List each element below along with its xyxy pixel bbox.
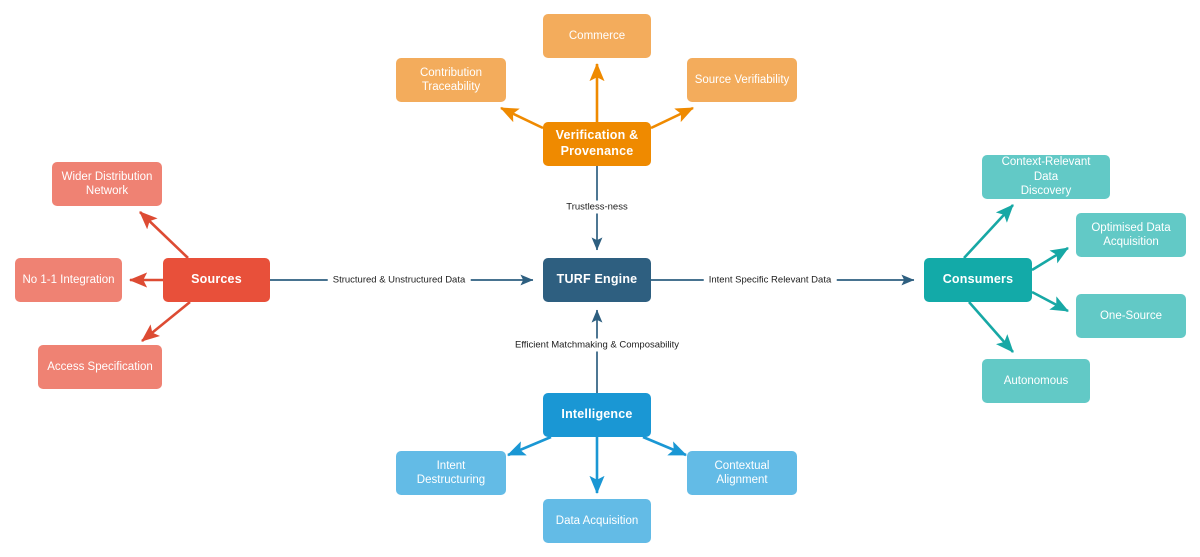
node-data-acquisition-label: Data Acquisition	[555, 514, 639, 527]
node-one-source-label: One-Source	[1099, 309, 1162, 322]
node-context-relevant-data-discovery[interactable]: Context-Relevant Data Discovery	[982, 155, 1110, 199]
node-sources-label: Sources	[191, 272, 242, 287]
node-autonomous-label: Autonomous	[1003, 374, 1069, 387]
node-no-1-1-integration-label: No 1-1 Integration	[22, 273, 115, 286]
node-consumers[interactable]: Consumers	[924, 258, 1032, 302]
node-context-relevant-data-discovery-label: Context-Relevant Data Discovery	[1001, 156, 1091, 198]
edge-sources-to-wider-distribution-network	[139, 211, 189, 259]
node-contextual-alignment[interactable]: Contextual Alignment	[687, 451, 797, 495]
node-one-source[interactable]: One-Source	[1076, 294, 1186, 338]
node-intent-destructuring[interactable]: Intent Destructuring	[396, 451, 506, 495]
edge-label-intent-specific-relevant-data: Intent Specific Relevant Data	[703, 273, 837, 287]
edge-label-structured-unstructured-data: Structured & Unstructured Data	[327, 273, 471, 287]
node-intelligence-label: Intelligence	[561, 407, 633, 422]
edge-verification-to-contribution-traceability	[500, 106, 544, 130]
node-contribution-traceability-label: Contribution Traceability	[419, 66, 482, 93]
node-contribution-traceability[interactable]: Contribution Traceability	[396, 58, 506, 102]
node-optimised-data-acquisition-label: Optimised Data Acquisition	[1091, 221, 1171, 248]
edge-intelligence-to-intent-destructuring	[507, 435, 552, 457]
node-turf-engine[interactable]: TURF Engine	[543, 258, 651, 302]
edge-consumers-to-context-relevant-data-discovery	[963, 204, 1014, 259]
node-wider-distribution-network[interactable]: Wider Distribution Network	[52, 162, 162, 206]
edge-intelligence-to-contextual-alignment	[642, 435, 687, 457]
node-intent-destructuring-label: Intent Destructuring	[416, 459, 486, 486]
node-optimised-data-acquisition[interactable]: Optimised Data Acquisition	[1076, 213, 1186, 257]
node-source-verifiability-label: Source Verifiability	[694, 73, 790, 86]
node-intelligence[interactable]: Intelligence	[543, 393, 651, 437]
node-commerce-label: Commerce	[568, 29, 626, 42]
edge-label-trustless-ness: Trustless-ness	[561, 200, 633, 214]
node-verification-provenance-label: Verification & Provenance	[555, 128, 639, 158]
node-turf-engine-label: TURF Engine	[556, 272, 638, 287]
edge-verification-to-source-verifiability	[650, 106, 694, 130]
edge-label-efficient-matchmaking-composability: Efficient Matchmaking & Composability	[509, 338, 685, 352]
node-autonomous[interactable]: Autonomous	[982, 359, 1090, 403]
node-data-acquisition[interactable]: Data Acquisition	[543, 499, 651, 543]
node-commerce[interactable]: Commerce	[543, 14, 651, 58]
node-verification-provenance[interactable]: Verification & Provenance	[543, 122, 651, 166]
edge-consumers-to-autonomous	[968, 301, 1014, 353]
node-no-1-1-integration[interactable]: No 1-1 Integration	[15, 258, 122, 302]
node-sources[interactable]: Sources	[163, 258, 270, 302]
node-contextual-alignment-label: Contextual Alignment	[714, 459, 770, 486]
edge-sources-to-access-specification	[141, 300, 191, 343]
node-consumers-label: Consumers	[942, 272, 1014, 287]
edge-consumers-to-optimised-data-acquisition	[1031, 246, 1069, 272]
node-source-verifiability[interactable]: Source Verifiability	[687, 58, 797, 102]
node-access-specification-label: Access Specification	[47, 360, 153, 373]
node-access-specification[interactable]: Access Specification	[38, 345, 162, 389]
edge-consumers-to-one-source	[1031, 290, 1069, 313]
node-wider-distribution-network-label: Wider Distribution Network	[61, 170, 153, 197]
